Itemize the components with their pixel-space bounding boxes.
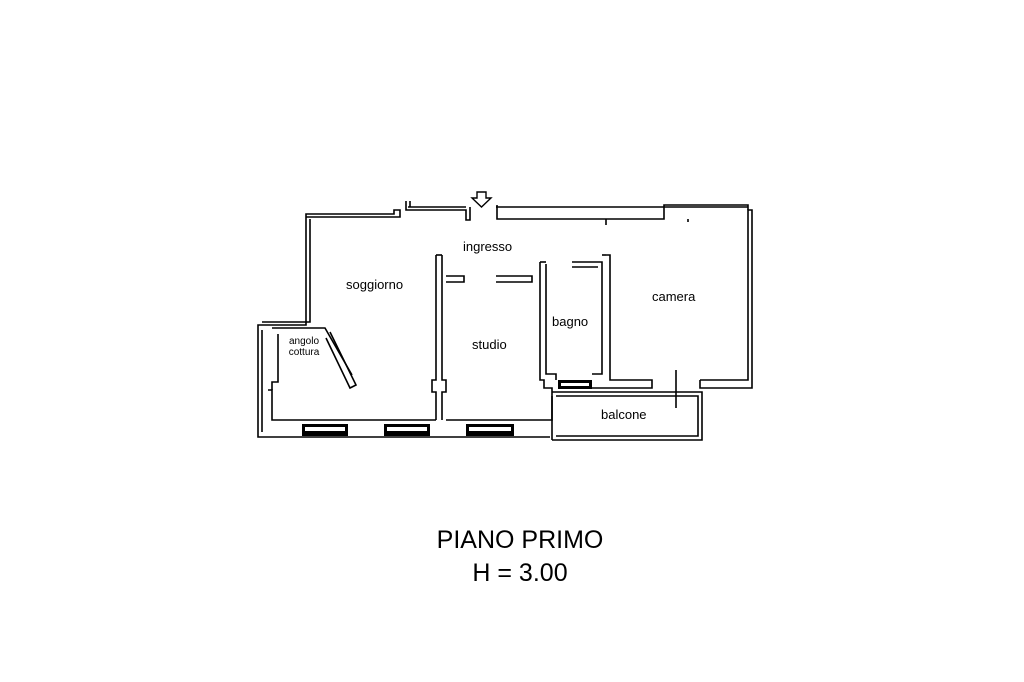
- top-wall-left: [305, 209, 401, 218]
- wall-soggiorno-studio: [431, 255, 437, 420]
- balcone-outline: [552, 391, 703, 441]
- room-label-angolo-cottura: angolo cottura: [283, 336, 325, 358]
- bagno-walls: [572, 261, 603, 375]
- floor-title: PIANO PRIMO: [436, 526, 604, 554]
- left-wall: [257, 217, 550, 438]
- cottura-line: cottura: [288, 347, 320, 358]
- angolo-line: angolo: [288, 336, 320, 347]
- down-arrow-icon: [470, 191, 493, 208]
- room-label-ingresso: ingresso: [463, 239, 513, 254]
- room-label-balcone: balcone: [601, 407, 647, 422]
- room-label-camera: camera: [652, 289, 696, 304]
- top-wall-right: [496, 204, 749, 220]
- camera-walls: [699, 209, 753, 389]
- room-label-studio: studio: [472, 337, 507, 352]
- ceiling-height: H = 3.00: [472, 559, 568, 587]
- room-label-bagno: bagno: [552, 314, 589, 329]
- room-label-soggiorno: soggiorno: [346, 277, 404, 292]
- top-wall-mid: [405, 201, 471, 221]
